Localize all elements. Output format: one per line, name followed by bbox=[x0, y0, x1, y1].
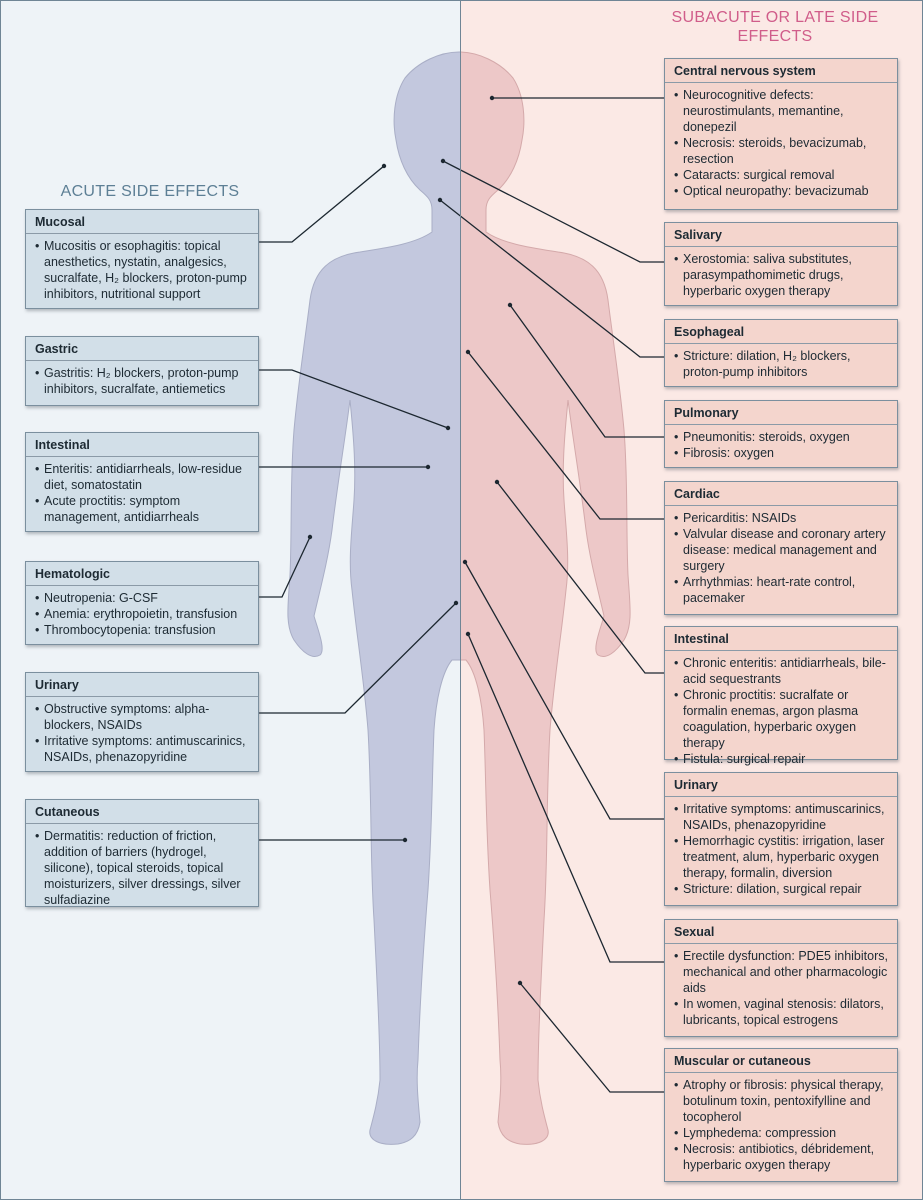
list-item: Erectile dysfunction: PDE5 inhibitors, m… bbox=[674, 948, 891, 996]
box-title: Pulmonary bbox=[665, 401, 897, 425]
box-title: Urinary bbox=[26, 673, 258, 697]
box-hematologic: Hematologic Neutropenia: G-CSF Anemia: e… bbox=[25, 561, 259, 645]
list-item: Fibrosis: oxygen bbox=[674, 445, 891, 461]
list-item: In women, vaginal stenosis: dilators, lu… bbox=[674, 996, 891, 1028]
box-intestinal-late: Intestinal Chronic enteritis: antidiarrh… bbox=[664, 626, 898, 767]
box-title: Hematologic bbox=[26, 562, 258, 586]
list-item: Chronic enteritis: antidiarrheals, bile-… bbox=[674, 655, 891, 687]
leader-urinary-acute bbox=[258, 602, 457, 714]
leader-mucosal bbox=[258, 165, 385, 243]
list-item: Stricture: dilation, H₂ blockers, proton… bbox=[674, 348, 891, 380]
list-item: Thrombocytopenia: transfusion bbox=[35, 622, 252, 638]
leader-hematologic bbox=[258, 536, 311, 598]
box-title: Muscular or cutaneous bbox=[665, 1049, 897, 1073]
list-item: Neutropenia: G-CSF bbox=[35, 590, 252, 606]
list-item: Lymphedema: compression bbox=[674, 1125, 891, 1141]
list-item: Enteritis: antidiarrheals, low-residue d… bbox=[35, 461, 252, 493]
leader-cardiac bbox=[467, 351, 665, 520]
list-item: Dermatitis: reduction of friction, addit… bbox=[35, 828, 252, 908]
list-item: Obstructive symptoms: alpha-blockers, NS… bbox=[35, 701, 252, 733]
list-item: Necrosis: steroids, bevacizumab, resecti… bbox=[674, 135, 891, 167]
list-item: Xerostomia: saliva substitutes, parasymp… bbox=[674, 251, 891, 299]
list-item: Hemorrhagic cystitis: irrigation, laser … bbox=[674, 833, 891, 881]
box-title: Gastric bbox=[26, 337, 258, 361]
box-title: Sexual bbox=[665, 920, 897, 944]
late-heading: SUBACUTE OR LATE SIDE EFFECTS bbox=[671, 9, 879, 45]
list-item: Cataracts: surgical removal bbox=[674, 167, 891, 183]
box-title: Intestinal bbox=[665, 627, 897, 651]
acute-heading: ACUTE SIDE EFFECTS bbox=[60, 183, 240, 200]
list-item: Irritative symptoms: antimuscarinics, NS… bbox=[35, 733, 252, 765]
box-mucosal: Mucosal Mucositis or esophagitis: topica… bbox=[25, 209, 259, 309]
leader-muscular-cutaneous bbox=[519, 982, 665, 1093]
box-cutaneous: Cutaneous Dermatitis: reduction of frict… bbox=[25, 799, 259, 907]
list-item: Necrosis: antibiotics, débridement, hype… bbox=[674, 1141, 891, 1173]
leader-urinary-late bbox=[464, 561, 665, 820]
box-cardiac: Cardiac Pericarditis: NSAIDs Valvular di… bbox=[664, 481, 898, 615]
box-title: Cutaneous bbox=[26, 800, 258, 824]
panel-divider bbox=[460, 0, 461, 1200]
leader-salivary bbox=[442, 160, 665, 263]
list-item: Acute proctitis: symptom management, ant… bbox=[35, 493, 252, 525]
box-gastric: Gastric Gastritis: H₂ blockers, proton-p… bbox=[25, 336, 259, 406]
box-sexual: Sexual Erectile dysfunction: PDE5 inhibi… bbox=[664, 919, 898, 1037]
list-item: Neurocognitive defects: neurostimulants,… bbox=[674, 87, 891, 135]
list-item: Gastritis: H₂ blockers, proton-pump inhi… bbox=[35, 365, 252, 397]
list-item: Valvular disease and coronary artery dis… bbox=[674, 526, 891, 574]
acute-leader-lines bbox=[258, 163, 459, 843]
box-title: Esophageal bbox=[665, 320, 897, 344]
leader-esophageal bbox=[439, 199, 665, 358]
box-title: Salivary bbox=[665, 223, 897, 247]
body-acute-half bbox=[287, 51, 461, 1145]
list-item: Stricture: dilation, surgical repair bbox=[674, 881, 891, 897]
box-urinary-acute: Urinary Obstructive symptoms: alpha-bloc… bbox=[25, 672, 259, 772]
list-item: Anemia: erythropoietin, transfusion bbox=[35, 606, 252, 622]
leader-intestinal-late bbox=[496, 481, 665, 674]
box-pulmonary: Pulmonary Pneumonitis: steroids, oxygen … bbox=[664, 400, 898, 468]
box-title: Intestinal bbox=[26, 433, 258, 457]
leader-sexual bbox=[467, 633, 665, 963]
box-esophageal: Esophageal Stricture: dilation, H₂ block… bbox=[664, 319, 898, 387]
box-title: Urinary bbox=[665, 773, 897, 797]
leader-gastric bbox=[258, 369, 449, 429]
list-item: Arrhythmias: heart-rate control, pacemak… bbox=[674, 574, 891, 606]
box-muscular-cutaneous: Muscular or cutaneous Atrophy or fibrosi… bbox=[664, 1048, 898, 1182]
box-central-nervous-system: Central nervous system Neurocognitive de… bbox=[664, 58, 898, 210]
list-item: Mucositis or esophagitis: topical anesth… bbox=[35, 238, 252, 302]
list-item: Chronic proctitis: sucralfate or formali… bbox=[674, 687, 891, 751]
list-item: Fistula: surgical repair bbox=[674, 751, 891, 767]
list-item: Pneumonitis: steroids, oxygen bbox=[674, 429, 891, 445]
box-title: Cardiac bbox=[665, 482, 897, 506]
list-item: Atrophy or fibrosis: physical therapy, b… bbox=[674, 1077, 891, 1125]
list-item: Irritative symptoms: antimuscarinics, NS… bbox=[674, 801, 891, 833]
box-urinary-late: Urinary Irritative symptoms: antimuscari… bbox=[664, 772, 898, 906]
box-title: Central nervous system bbox=[665, 59, 897, 83]
list-item: Pericarditis: NSAIDs bbox=[674, 510, 891, 526]
late-leader-lines bbox=[437, 95, 665, 1093]
box-title: Mucosal bbox=[26, 210, 258, 234]
list-item: Optical neuropathy: bevacizumab bbox=[674, 183, 891, 199]
leader-pulmonary bbox=[509, 304, 665, 438]
box-salivary: Salivary Xerostomia: saliva substitutes,… bbox=[664, 222, 898, 306]
box-intestinal-acute: Intestinal Enteritis: antidiarrheals, lo… bbox=[25, 432, 259, 532]
